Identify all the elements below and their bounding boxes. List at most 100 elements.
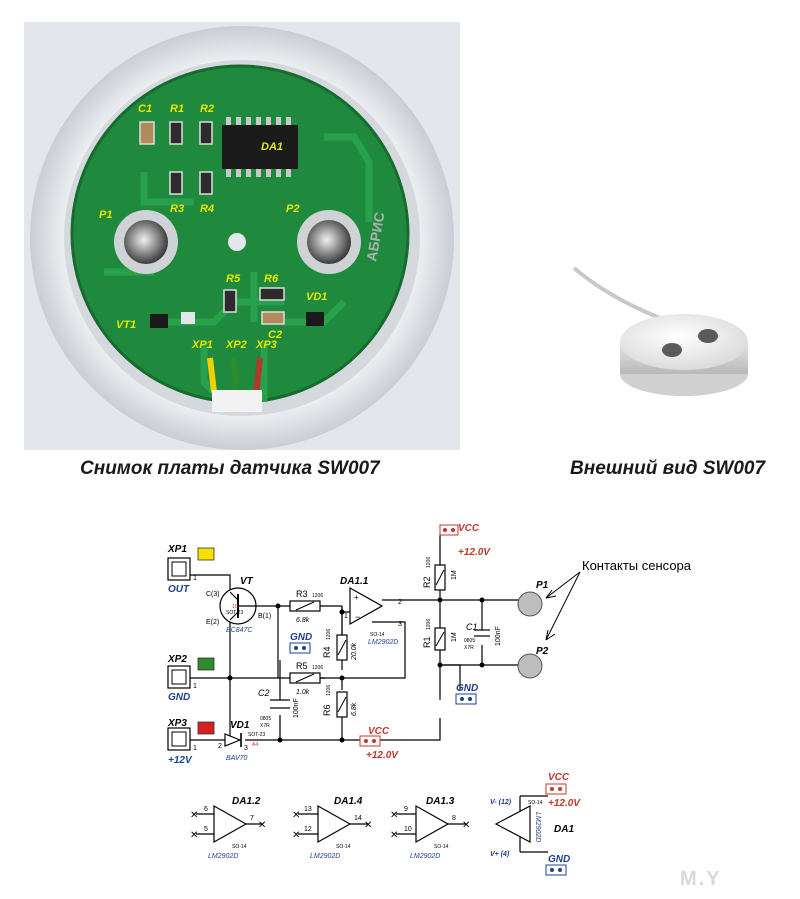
da12-pin-out: 7 xyxy=(250,815,254,822)
pcb-label-p1: P1 xyxy=(99,209,112,221)
p1-label: P1 xyxy=(536,580,549,591)
vt-pin-e: E(2) xyxy=(206,619,219,626)
vt-pkg: SOT-23 xyxy=(226,610,243,616)
vt-pin-b: B(1) xyxy=(258,613,271,620)
sensor-contact-p2 xyxy=(517,653,543,679)
xp3-signal: +12V xyxy=(168,755,193,766)
r5-name: R5 xyxy=(296,661,308,671)
pcb-label-r2: R2 xyxy=(200,103,214,115)
da1-vplus: V+ (4) xyxy=(490,851,510,858)
vcc-symbol-1: VCC +12.0V xyxy=(439,523,491,558)
da12-pkg: SO-14 xyxy=(232,844,247,850)
gnd-label-3: GND xyxy=(548,854,570,865)
r1-value: 1M xyxy=(451,632,458,642)
vt-mark: 1G xyxy=(232,604,239,610)
v12-label-2: +12.0V xyxy=(366,750,399,761)
pcb-label-vd1: VD1 xyxy=(306,291,327,303)
xp1-name: XP1 xyxy=(167,544,187,555)
r6-name: R6 xyxy=(322,704,332,716)
svg-text:✕: ✕ xyxy=(462,820,470,831)
r3-value: 6.8k xyxy=(296,617,310,624)
pcb-label-r5: R5 xyxy=(226,273,241,285)
pcb-label-r6: R6 xyxy=(264,273,279,285)
connector-xp1: XP1 1 OUT xyxy=(167,544,215,595)
pcb-label-p2: P2 xyxy=(286,203,299,215)
opamp-da1-3: ✕✕✕ DA1.3 9 10 8 SO-14 LM2902D xyxy=(390,796,470,860)
da12-pin-a: 6 xyxy=(204,806,208,813)
resistor-r3: R3 1206 6.8k xyxy=(289,589,323,624)
c2-value: 100nF xyxy=(293,698,300,718)
circuit-schematic: XP1 1 OUT XP2 1 GND XP3 1 +12V VT C(3) B… xyxy=(167,523,692,876)
da13-part: LM2902D xyxy=(410,853,440,860)
vcc-label-1: VCC xyxy=(458,523,480,534)
pcb-label-c1: C1 xyxy=(138,103,152,115)
pcb-label-r4: R4 xyxy=(200,203,214,215)
svg-text:✕: ✕ xyxy=(190,830,198,841)
pcb-ic-da1 xyxy=(222,125,298,169)
resistor-r5: R5 1206 1.0k xyxy=(289,661,323,696)
xp1-signal: OUT xyxy=(168,584,190,595)
resistor-r1: R1 1206 1M xyxy=(422,619,458,651)
sensor-photo xyxy=(560,230,780,410)
xp3-color-flag xyxy=(197,721,215,735)
sensor-puck xyxy=(620,314,748,370)
pcb-label-da1: DA1 xyxy=(261,141,283,153)
xp3-pin: 1 xyxy=(193,745,197,752)
gnd-symbol-2: GND xyxy=(455,683,478,705)
vd1-pkg: SOT-23 xyxy=(248,732,265,738)
svg-text:+: + xyxy=(354,593,359,602)
xp2-signal: GND xyxy=(168,692,190,703)
pcb-label-xp3: XP3 xyxy=(255,339,277,351)
c1-size: 0805 xyxy=(464,638,475,644)
connector-xp2: XP2 1 GND xyxy=(167,654,215,703)
svg-text:✕: ✕ xyxy=(292,830,300,841)
r4-value: 20.0k xyxy=(351,642,358,661)
board-caption: Снимок платы датчика SW007 xyxy=(80,458,380,479)
r2-size: 1206 xyxy=(426,557,432,568)
svg-text:✕: ✕ xyxy=(390,830,398,841)
xp3-name: XP3 xyxy=(167,718,187,729)
resistor-r4: R4 1206 20.0k xyxy=(322,629,358,661)
r3-name: R3 xyxy=(296,589,308,599)
v12-label-1: +12.0V xyxy=(458,547,491,558)
r5-value: 1.0k xyxy=(296,689,310,696)
r2-value: 1M xyxy=(451,570,458,580)
da1-name: DA1 xyxy=(554,824,574,835)
r6-size: 1206 xyxy=(326,685,332,696)
da14-pin-b: 12 xyxy=(304,826,312,833)
r2-name: R2 xyxy=(422,576,432,588)
da13-pin-a: 9 xyxy=(404,806,408,813)
da13-name: DA1.3 xyxy=(426,796,455,807)
da14-pin-a: 13 xyxy=(304,806,312,813)
sensor-contacts-label: Контакты сенсора xyxy=(582,558,692,573)
vd1-part: BAV70 xyxy=(226,755,248,762)
vt-name: VT xyxy=(240,576,254,587)
diode-vd1: VD1 SOT-23 A4 2 3 BAV70 xyxy=(218,720,265,762)
xp2-color-flag xyxy=(197,657,215,671)
r1-name: R1 xyxy=(422,636,432,648)
connector-xp3: XP3 1 +12V xyxy=(167,718,215,766)
exterior-caption: Внешний вид SW007 xyxy=(570,458,766,479)
da13-pkg: SO-14 xyxy=(434,844,449,850)
opamp-da1-power: V- (12) V+ (4) SO-14 LM2902D DA1 xyxy=(490,795,574,858)
da14-pin-out: 14 xyxy=(354,815,362,822)
pcb-label-r3: R3 xyxy=(170,203,184,215)
p2-label: P2 xyxy=(536,646,549,657)
opamp-da1-2: ✕✕✕ DA1.2 6 5 7 SO-14 LM2902D xyxy=(190,796,266,860)
pcb-label-r1: R1 xyxy=(170,103,184,115)
da1-part: LM2902D xyxy=(534,812,541,842)
gnd-label-2: GND xyxy=(456,683,478,694)
pcb-label-xp1: XP1 xyxy=(191,339,213,351)
c1-name: C1 xyxy=(466,622,478,632)
da11-name: DA1.1 xyxy=(340,576,369,587)
resistor-r2: R2 1206 1M xyxy=(422,557,458,591)
r1-size: 1206 xyxy=(426,619,432,630)
c1-dielectric: X7R xyxy=(464,645,474,651)
c2-name: C2 xyxy=(258,688,270,698)
resistor-r6: R6 1206 6.8k xyxy=(322,685,358,718)
vcc-label-3: VCC xyxy=(548,772,570,783)
svg-text:✕: ✕ xyxy=(364,820,372,831)
da11-pkg: SO-14 xyxy=(370,632,385,638)
vcc-symbol-2: VCC +12.0V xyxy=(359,726,399,761)
pcb-photo: C1 R1 R2 DA1 R3 R4 P1 P2 R5 R6 VD1 VT1 C… xyxy=(24,22,460,450)
